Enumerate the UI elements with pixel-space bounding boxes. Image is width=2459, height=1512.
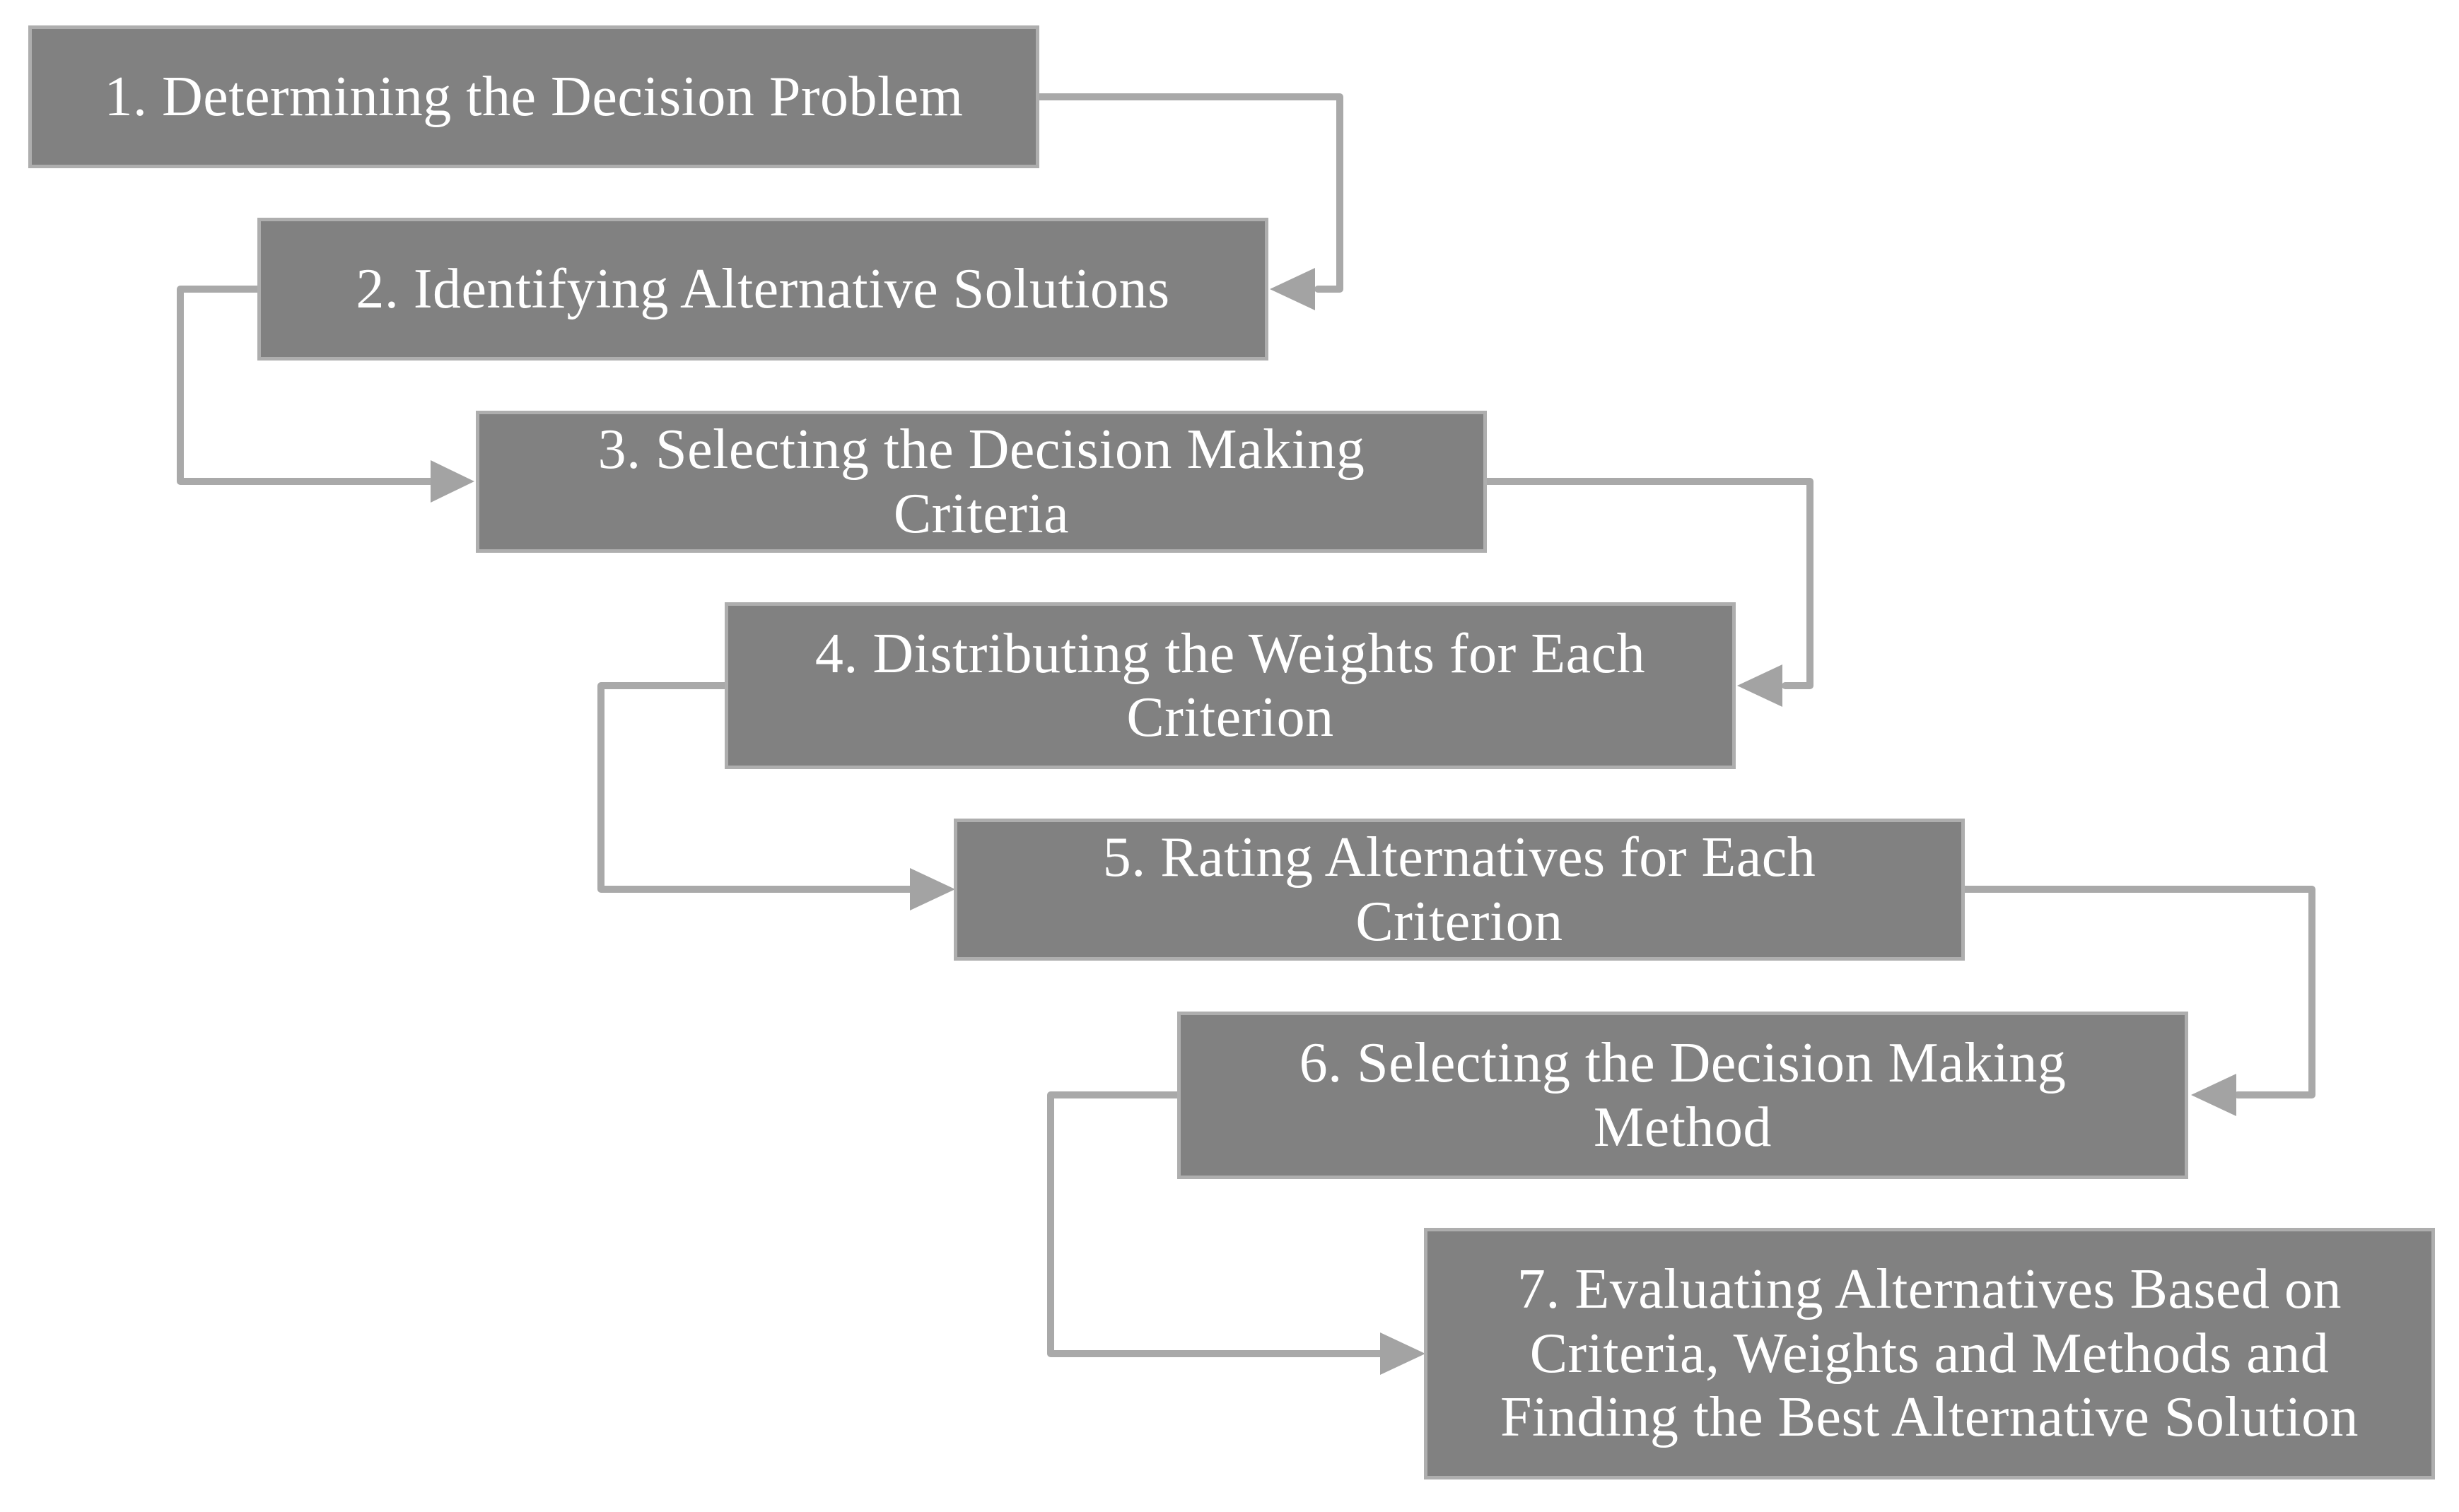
connector-2-3 <box>177 286 436 485</box>
step-1-box: 1. Determining the Decision Problem <box>28 25 1039 168</box>
step-2-box: 2. Identifying Alternative Solutions <box>257 218 1268 361</box>
connector-1-2 <box>1036 93 1343 293</box>
step-5-box: 5. Rating Alternatives for Each Criterio… <box>954 819 1965 961</box>
connector-5-6 <box>1961 886 2315 1098</box>
arrowhead-4-5-right-icon <box>910 868 955 910</box>
step-4-label: 4. Distributing the Weights for Each Cri… <box>814 622 1646 749</box>
connector-6-7 <box>1047 1091 1385 1357</box>
step-6-box: 6. Selecting the Decision Making Method <box>1177 1012 2188 1179</box>
connector-4-5 <box>597 682 915 893</box>
step-3-box: 3. Selecting the Decision Making Criteri… <box>476 411 1487 553</box>
connector-3-4 <box>1483 478 1813 689</box>
step-6-label: 6. Selecting the Decision Making Method <box>1299 1032 2067 1159</box>
step-2-label: 2. Identifying Alternative Solutions <box>356 257 1170 320</box>
step-7-box: 7. Evaluating Alternatives Based on Crit… <box>1424 1228 2435 1479</box>
step-4-box: 4. Distributing the Weights for Each Cri… <box>725 602 1736 769</box>
step-3-label: 3. Selecting the Decision Making Criteri… <box>597 418 1365 545</box>
arrowhead-6-7-right-icon <box>1380 1332 1425 1375</box>
step-1-label: 1. Determining the Decision Problem <box>104 65 964 128</box>
arrowhead-2-3-right-icon <box>431 460 474 503</box>
step-5-label: 5. Rating Alternatives for Each Criterio… <box>1102 826 1816 953</box>
arrowhead-1-2-left-icon <box>1270 268 1315 310</box>
arrowhead-5-6-left-icon <box>2191 1074 2236 1116</box>
arrowhead-3-4-left-icon <box>1737 664 1782 707</box>
step-7-label: 7. Evaluating Alternatives Based on Crit… <box>1500 1258 2359 1449</box>
